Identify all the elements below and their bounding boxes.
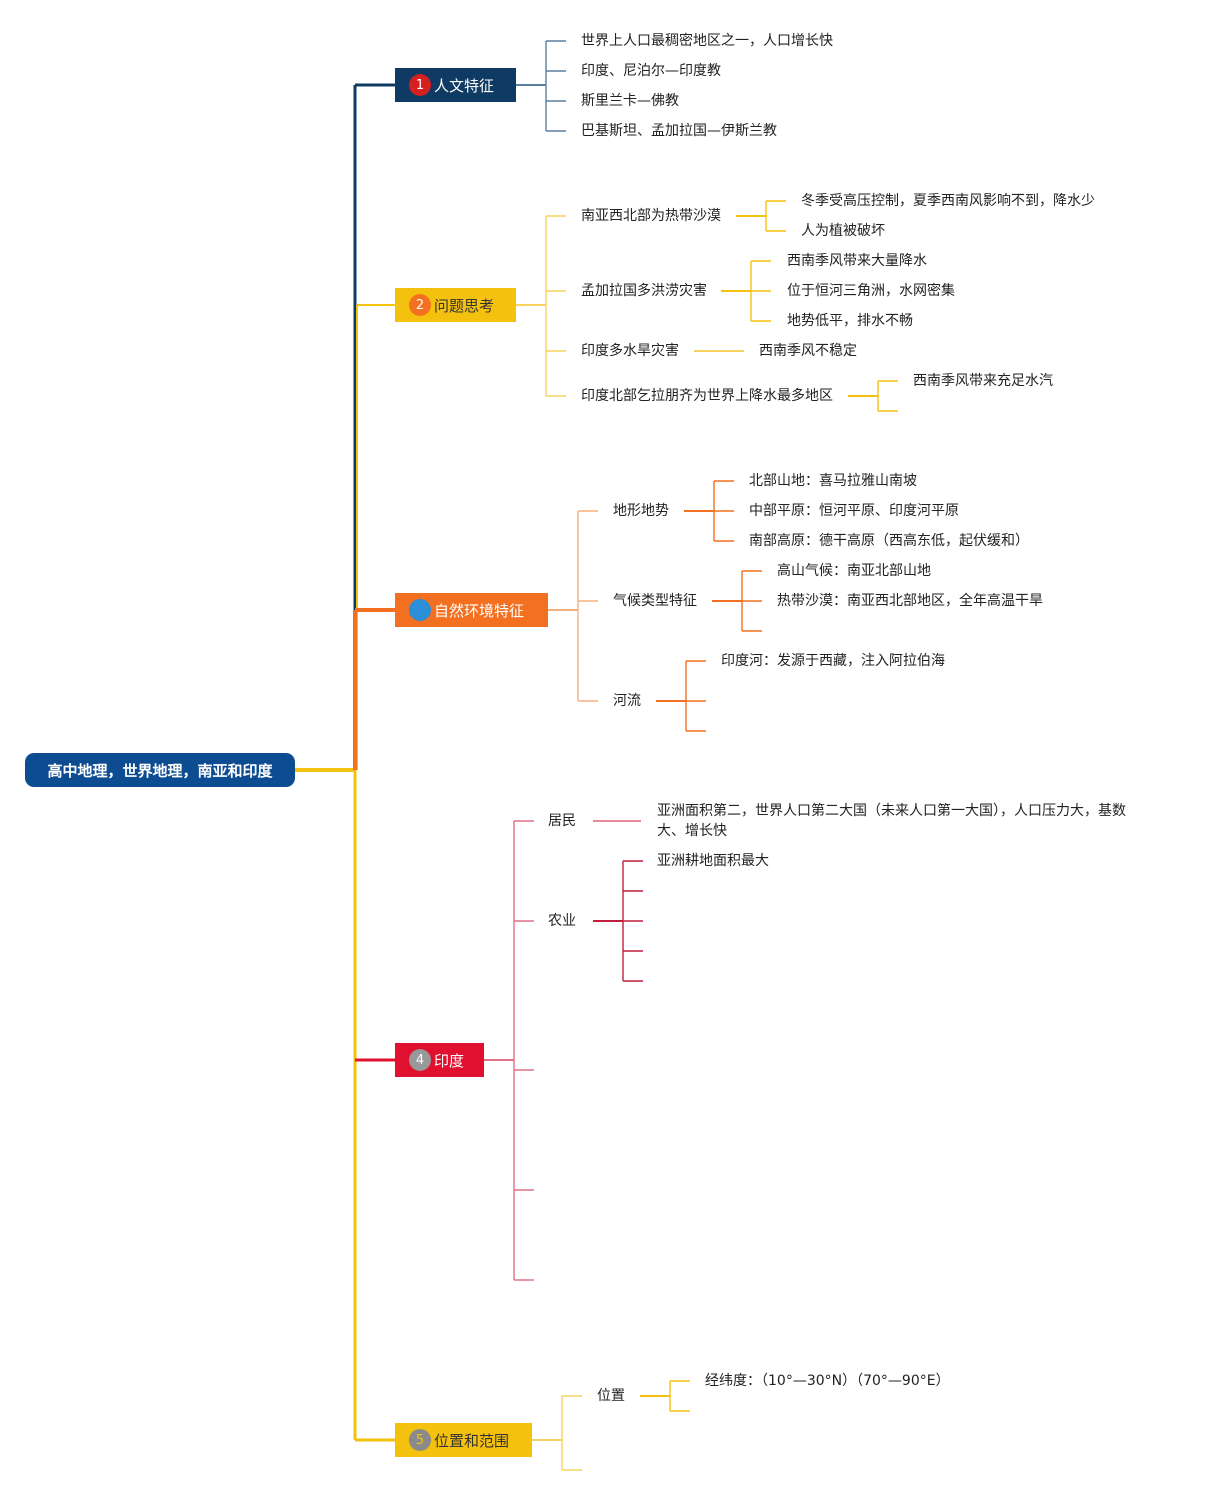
residents-label: 居民: [548, 813, 576, 829]
q4-item-1: 西南季风带来充足水汽: [913, 373, 1053, 389]
climate-item-2: 热带沙漠：南亚西北部地区，全年高温干旱: [777, 593, 1043, 609]
terrain-item-2: 中部平原：恒河平原、印度河平原: [749, 503, 959, 519]
q2-item-1: 西南季风带来大量降水: [787, 253, 927, 269]
branch-2-questions[interactable]: 2 问题思考: [395, 288, 516, 322]
agri-item-1: 亚洲耕地面积最大: [657, 853, 769, 869]
b1-item-4: 巴基斯坦、孟加拉国—伊斯兰教: [581, 123, 777, 139]
b1-item-1: 世界上人口最稠密地区之一，人口增长快: [581, 33, 833, 49]
river-item-1: 印度河：发源于西藏，注入阿拉伯海: [721, 653, 945, 669]
climate-label: 气候类型特征: [613, 593, 697, 609]
terrain-item-3: 南部高原：德干高原（西高东低，起伏缓和）: [749, 533, 1029, 549]
q3-item-1: 西南季风不稳定: [759, 343, 857, 359]
number-4-badge: 4: [409, 1049, 431, 1071]
location-label: 位置: [597, 1388, 625, 1404]
q2-item-2: 位于恒河三角洲，水网密集: [787, 283, 955, 299]
terrain-label: 地形地势: [613, 503, 669, 519]
river-label: 河流: [613, 693, 641, 709]
q2-item-3: 地势低平，排水不畅: [787, 313, 913, 329]
number-5-badge: 5: [409, 1429, 431, 1451]
root-topic-label: 高中地理，世界地理，南亚和印度: [47, 761, 273, 780]
q3-label: 印度多水旱灾害: [581, 343, 679, 359]
branch-5-label: 位置和范围: [434, 1431, 510, 1450]
climate-item-1: 高山气候：南亚北部山地: [777, 563, 931, 579]
b1-item-2: 印度、尼泊尔—印度教: [581, 63, 721, 79]
number-1-badge: 1: [409, 74, 431, 96]
branch-4-label: 印度: [434, 1051, 465, 1070]
q2-label: 孟加拉国多洪涝灾害: [581, 283, 707, 299]
branch-2-label: 问题思考: [434, 296, 495, 315]
b1-item-3: 斯里兰卡—佛教: [581, 93, 679, 109]
branch-3-label: 自然环境特征: [434, 601, 525, 620]
branch-4-india[interactable]: 4 印度: [395, 1043, 484, 1077]
q1-item-2: 人为植被破坏: [801, 223, 885, 239]
terrain-item-1: 北部山地：喜马拉雅山南坡: [749, 473, 917, 489]
branch-5-location[interactable]: 5 位置和范围: [395, 1423, 532, 1457]
q1-item-1: 冬季受高压控制，夏季西南风影响不到，降水少: [801, 193, 1095, 209]
residents-text: 亚洲面积第二，世界人口第二大国（未来人口第一大国），人口压力大，基数大、增长快: [657, 803, 1126, 839]
branch-1-humanities[interactable]: 1 人文特征: [395, 68, 516, 102]
location-item-1: 经纬度：（10°—30°N）（70°—90°E）: [705, 1373, 950, 1389]
q1-label: 南亚西北部为热带沙漠: [581, 208, 721, 224]
root-topic[interactable]: 高中地理，世界地理，南亚和印度: [25, 753, 295, 787]
agri-label: 农业: [548, 913, 576, 929]
branch-3-environment[interactable]: 3 自然环境特征: [395, 593, 548, 627]
number-3-badge: 3: [409, 599, 431, 621]
number-2-badge: 2: [409, 294, 431, 316]
q4-label: 印度北部乞拉朋齐为世界上降水最多地区: [581, 388, 833, 404]
branch-1-label: 人文特征: [434, 76, 495, 95]
